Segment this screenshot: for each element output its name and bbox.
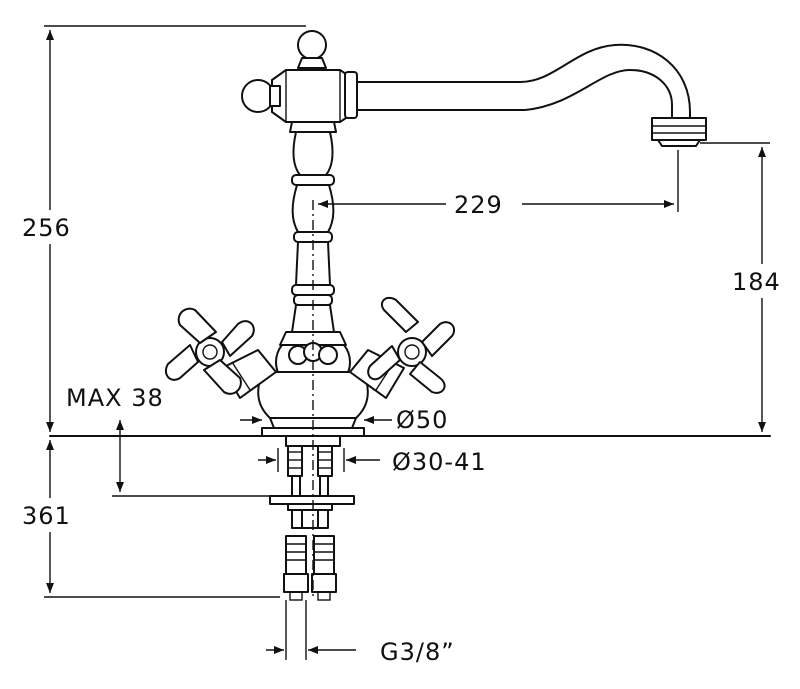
- left-handle: [164, 307, 277, 399]
- mounting-assembly: [269, 435, 355, 601]
- dimension-diameter-30-41-label: Ø30-41: [392, 448, 487, 476]
- top-knob: [241, 30, 358, 123]
- dimension-max-38-label: MAX 38: [66, 384, 164, 412]
- right-handle: [349, 296, 456, 399]
- dimension-256-label: 256: [22, 214, 71, 242]
- dimension-256: 256: [20, 25, 306, 432]
- dimension-diameter-30-41: Ø30-41: [258, 448, 487, 476]
- dimension-max-38: MAX 38: [66, 384, 270, 497]
- dimension-229-label: 229: [454, 191, 503, 219]
- dimension-361-label: 361: [22, 502, 71, 530]
- dimension-184: 184: [700, 142, 788, 432]
- dimension-diameter-50: Ø50: [240, 406, 448, 434]
- dimension-connection-label: G3/8”: [380, 638, 455, 666]
- dimension-229: 229: [318, 150, 679, 219]
- dimension-184-label: 184: [732, 268, 781, 296]
- spout: [354, 43, 707, 147]
- dimension-diameter-50-label: Ø50: [396, 406, 448, 434]
- dimension-connection: G3/8”: [266, 600, 455, 666]
- dimension-361: 361: [20, 440, 280, 598]
